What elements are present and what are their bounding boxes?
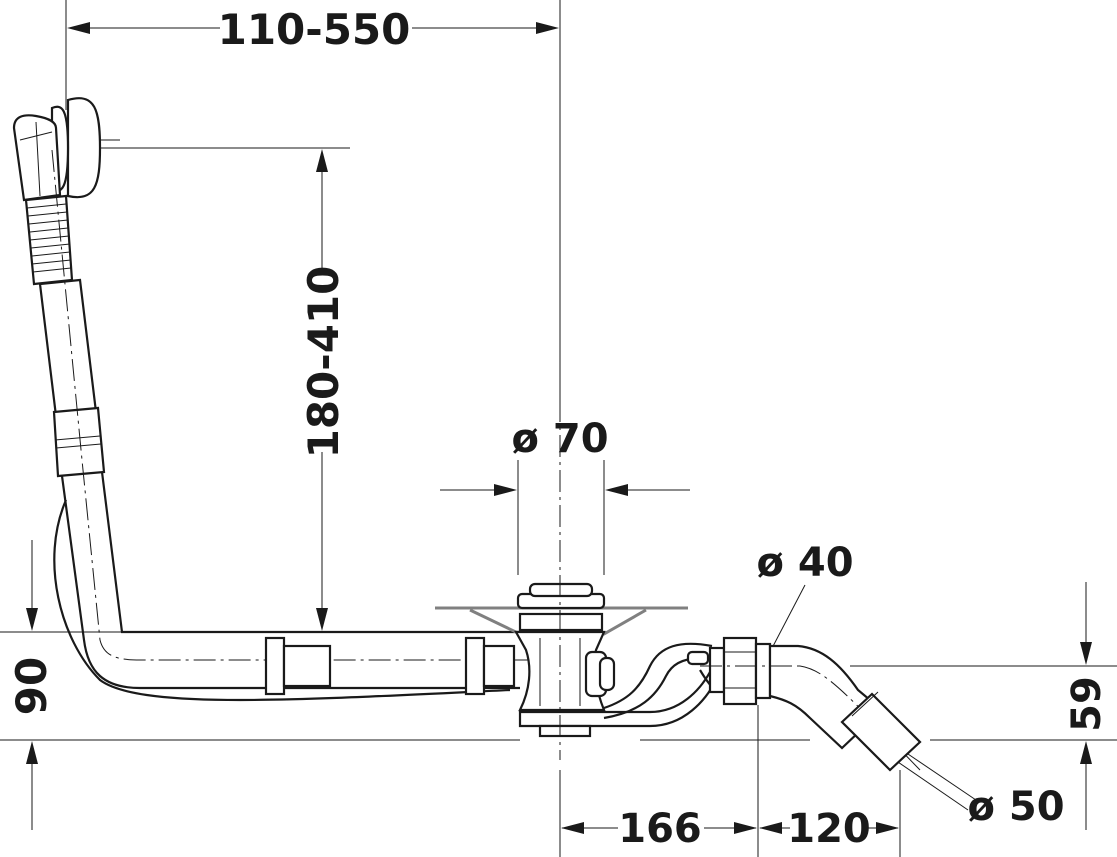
dim-166: 166	[561, 806, 757, 852]
dim-d50: ø 50	[894, 751, 1065, 830]
dim-110-550: 110-550	[67, 5, 559, 54]
dim-label-top: 110-550	[218, 5, 411, 54]
dim-label-right-height: 59	[1064, 676, 1110, 732]
dim-label-overflow-height: 180-410	[299, 266, 348, 459]
dim-90: 90	[7, 540, 56, 830]
dim-120: 120	[759, 806, 899, 852]
dim-label-pipe: ø 50	[967, 784, 1064, 830]
dim-label-left-height: 90	[7, 657, 56, 715]
dim-d70: ø 70	[440, 416, 690, 496]
dim-d40: ø 40	[756, 540, 854, 653]
drain-assembly	[435, 400, 922, 772]
overflow-assembly	[12, 97, 540, 702]
thread-lines	[26, 203, 72, 273]
dim-59: 59	[1064, 582, 1110, 830]
dim-180-410: 180-410	[299, 149, 348, 631]
dim-label-drain-outlet: 166	[618, 806, 702, 852]
dim-label-outlet: ø 40	[756, 540, 853, 586]
dim-label-outlet-offset: 120	[787, 806, 871, 852]
